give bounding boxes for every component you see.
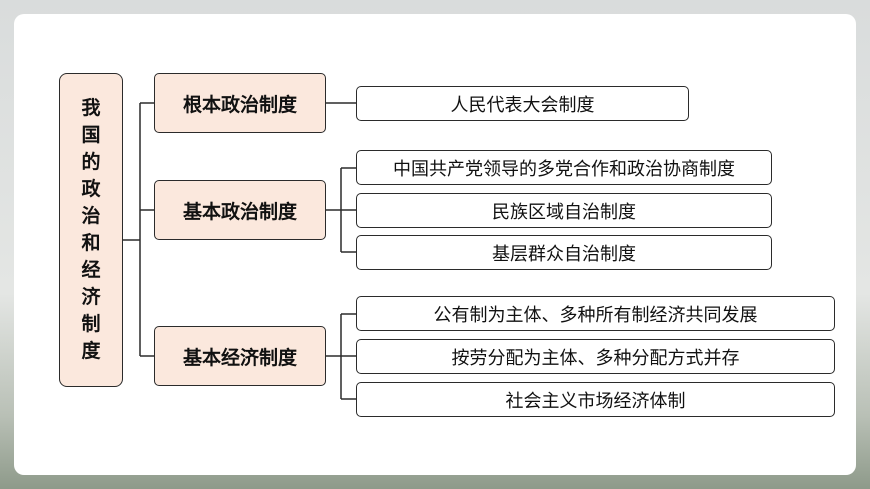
leaf-label: 按劳分配为主体、多种分配方式并存 — [451, 347, 740, 369]
leaf-label: 公有制为主体、多种所有制经济共同发展 — [433, 304, 758, 326]
root-node: 我国的政治和经济制度 — [59, 73, 123, 387]
leaf-label: 基层群众自治制度 — [492, 243, 636, 265]
leaf-node: 基层群众自治制度 — [356, 235, 772, 270]
leaf-label: 人民代表大会制度 — [450, 94, 595, 116]
leaf-label: 中国共产党领导的多党合作和政治协商制度 — [393, 158, 735, 180]
category-node-basic-political: 基本政治制度 — [154, 180, 326, 240]
category-label: 基本政治制度 — [182, 200, 297, 223]
leaf-node: 公有制为主体、多种所有制经济共同发展 — [356, 296, 835, 331]
leaf-node: 民族区域自治制度 — [356, 193, 772, 228]
leaf-node: 人民代表大会制度 — [356, 86, 689, 121]
category-node-basic-economic: 基本经济制度 — [154, 326, 326, 386]
category-label: 根本政治制度 — [182, 93, 297, 116]
leaf-node: 社会主义市场经济体制 — [356, 382, 835, 417]
category-node-fundamental-political: 根本政治制度 — [154, 73, 326, 133]
leaf-node: 中国共产党领导的多党合作和政治协商制度 — [356, 150, 772, 185]
root-label: 我国的政治和经济制度 — [81, 97, 101, 362]
leaf-label: 社会主义市场经济体制 — [505, 390, 686, 412]
leaf-node: 按劳分配为主体、多种分配方式并存 — [356, 339, 835, 374]
category-label: 基本经济制度 — [182, 346, 297, 369]
leaf-label: 民族区域自治制度 — [492, 201, 636, 223]
